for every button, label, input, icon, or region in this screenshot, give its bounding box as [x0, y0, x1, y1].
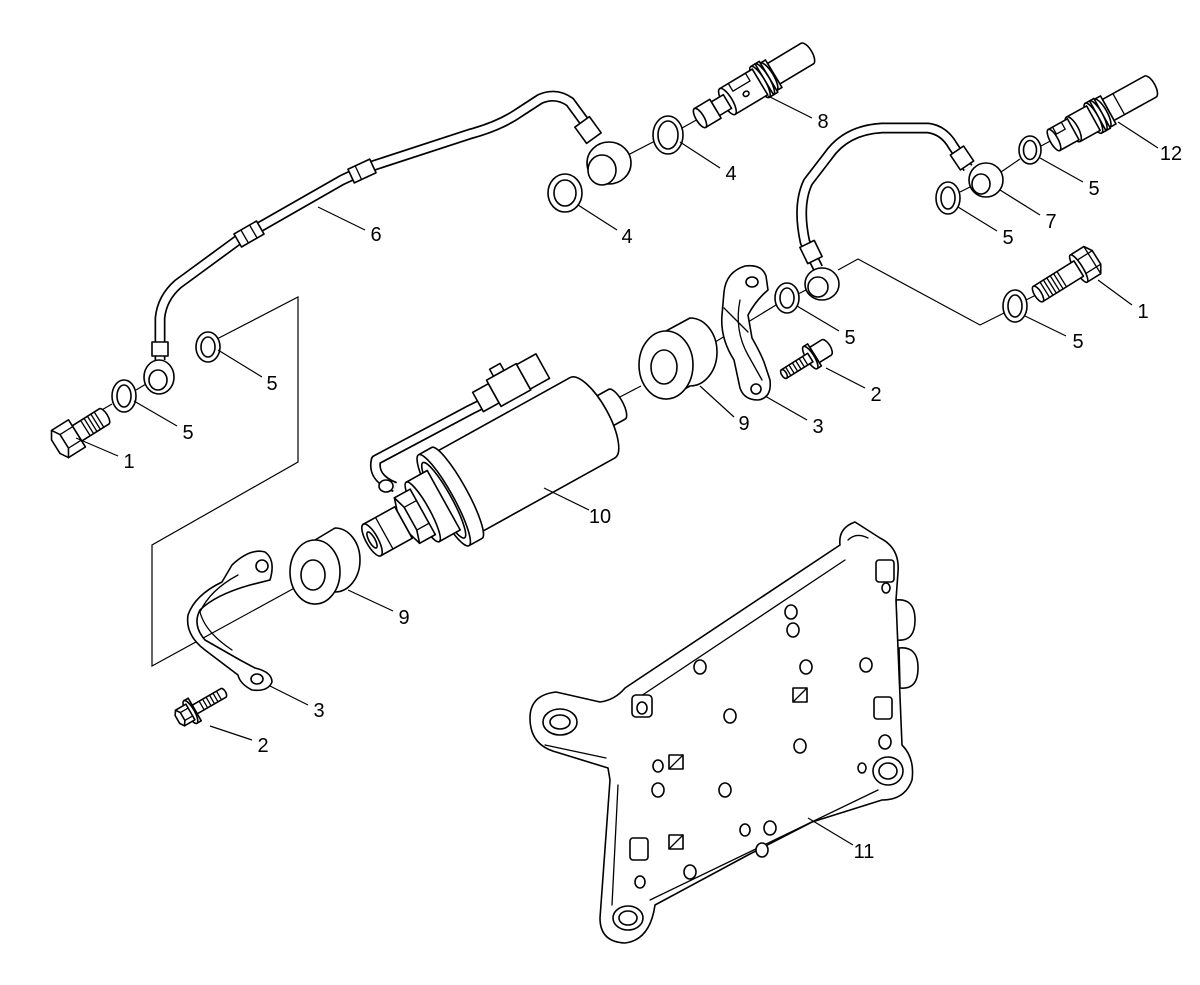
part-pipe-7 — [796, 122, 1004, 301]
part-washer-5-c — [774, 282, 800, 314]
assembly-axis-lines — [99, 117, 1057, 412]
callout-labels: 8 4 4 6 12 5 7 5 1 5 5 5 5 1 2 9 3 10 9 … — [123, 111, 1182, 863]
callout-bolt-2-right: 2 — [870, 384, 881, 406]
callout-bracket-3-right: 3 — [812, 416, 823, 438]
callout-grommet-9-right: 9 — [738, 413, 749, 435]
part-pipe-6 — [143, 90, 632, 395]
part-washer-4-lower — [547, 173, 583, 213]
callout-leader-lines — [75, 95, 1159, 846]
part-pump-10 — [361, 353, 628, 557]
reference-frame-lines — [151, 296, 301, 668]
part-bracket-3-right — [720, 264, 772, 401]
callout-bracket-3-left: 3 — [313, 700, 324, 722]
callout-washer-5-a: 5 — [1088, 178, 1099, 200]
callout-fitting-8: 8 — [817, 111, 828, 133]
part-plate-11 — [529, 521, 919, 944]
callout-pipe-7: 7 — [1045, 211, 1056, 233]
callout-bolt-1-left: 1 — [123, 451, 134, 473]
callout-plate-11: 11 — [854, 841, 875, 863]
part-bolt-2-left — [174, 687, 228, 727]
part-grommet-9-left — [289, 527, 361, 605]
plate-square-markers — [668, 687, 808, 850]
callout-bolt-1-right: 1 — [1137, 301, 1148, 323]
callout-pump-10: 10 — [589, 506, 611, 528]
part-washer-4-upper — [652, 115, 684, 155]
part-washer-5-e — [195, 331, 221, 363]
callout-grommet-9-left: 9 — [398, 607, 409, 629]
callout-washer-4-lower: 4 — [621, 226, 632, 248]
callout-washer-5-f: 5 — [182, 422, 193, 444]
part-bolt-1-right — [1031, 245, 1102, 303]
callout-washer-5-e: 5 — [266, 373, 277, 395]
callout-fitting-12: 12 — [1160, 143, 1182, 165]
part-bracket-3-left — [186, 550, 273, 692]
part-washer-5-f — [111, 379, 137, 413]
callout-washer-5-b: 5 — [1002, 227, 1013, 249]
part-fitting-8 — [692, 42, 816, 129]
part-washer-5-b — [935, 181, 961, 215]
callout-washer-5-d: 5 — [1072, 331, 1083, 353]
part-washer-5-a — [1018, 135, 1042, 165]
part-grommet-9-right — [638, 317, 718, 400]
callout-pipe-6: 6 — [370, 224, 381, 246]
callout-washer-5-c: 5 — [844, 327, 855, 349]
callout-bolt-2-left: 2 — [257, 735, 268, 757]
part-fitting-12 — [1046, 75, 1159, 152]
callout-washer-4-upper: 4 — [725, 163, 736, 185]
part-bolt-1-left — [50, 407, 111, 459]
plate-holes — [634, 582, 892, 889]
part-bolt-2-right — [779, 338, 834, 380]
part-washer-5-d — [1002, 289, 1028, 323]
